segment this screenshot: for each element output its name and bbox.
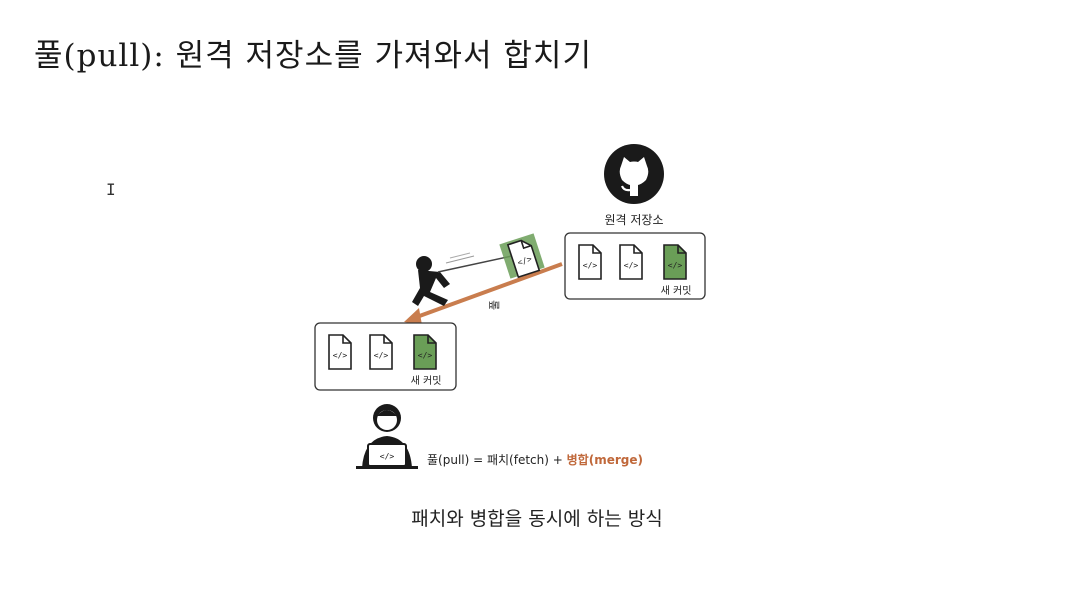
- text-cursor-icon: I: [106, 180, 116, 199]
- github-icon: [604, 144, 664, 204]
- code-file-icon: [369, 334, 393, 370]
- remote-repo-label: 원격 저장소: [604, 213, 663, 227]
- formula-merge-highlight: 병합(merge): [567, 452, 643, 467]
- code-file-icon: [578, 244, 602, 280]
- local-new-commit-label: 새 커밋: [411, 375, 442, 387]
- remote-new-commit-label: 새 커밋: [661, 285, 692, 297]
- code-file-icon: [619, 244, 643, 280]
- new-commit-file-icon: [413, 334, 437, 370]
- formula-prefix: 풀(pull) = 패치(fetch) +: [427, 453, 567, 467]
- svg-text:</>: </>: [380, 452, 395, 461]
- person-pulling-icon: [412, 252, 513, 306]
- developer-laptop-icon: </>: [356, 404, 418, 469]
- slide-title: 풀(pull): 원격 저장소를 가져와서 합치기: [34, 38, 592, 74]
- pulled-commit-file-icon: [499, 233, 545, 279]
- code-file-icon: [328, 334, 352, 370]
- slide-caption: 패치와 병합을 동시에 하는 방식: [411, 508, 663, 530]
- new-commit-file-icon: [663, 244, 687, 280]
- pull-arrow: [413, 262, 563, 320]
- pull-formula: 풀(pull) = 패치(fetch) + 병합(merge): [427, 452, 643, 467]
- pull-arrow-label: 풀: [488, 300, 501, 310]
- pull-arrow-head: [404, 308, 422, 325]
